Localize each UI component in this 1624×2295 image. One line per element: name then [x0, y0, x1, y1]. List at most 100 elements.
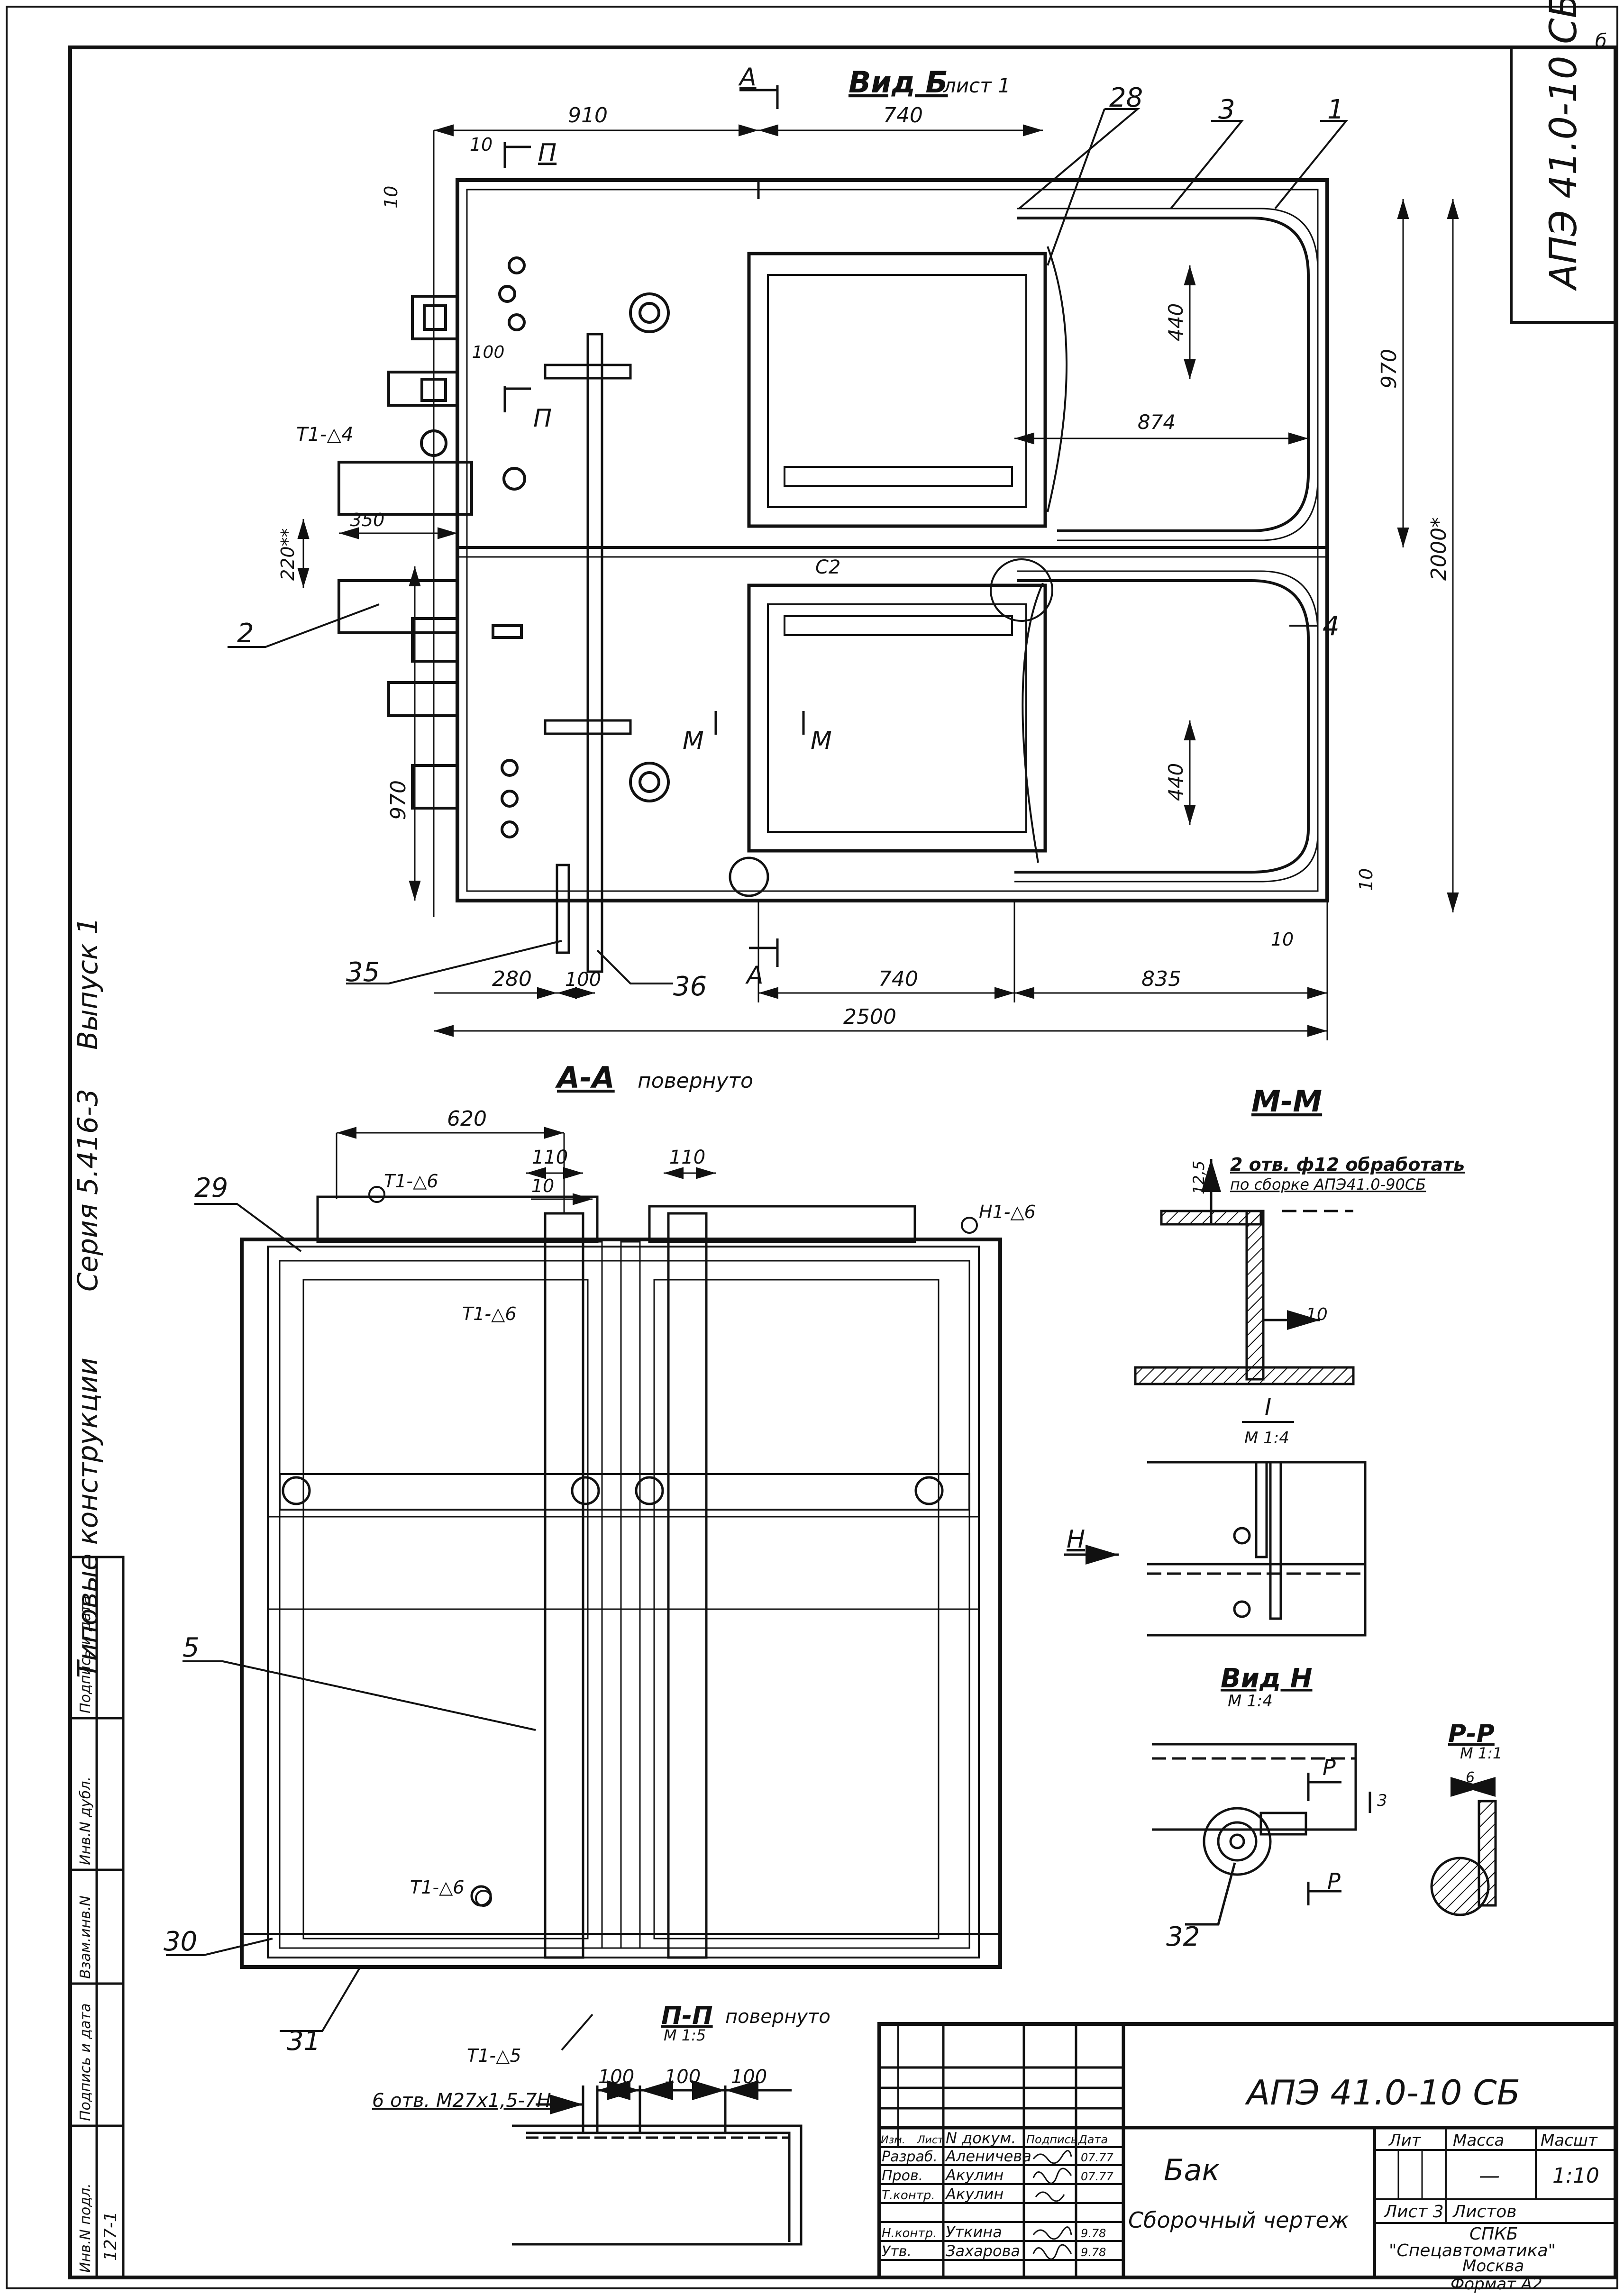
dim-350: 350 — [350, 510, 385, 530]
pp-dim-6: 6 — [1466, 1769, 1475, 1786]
sheet-frame — [6, 6, 1618, 2289]
aa-dim-620: 620 — [447, 1107, 487, 1131]
tank-section-outline — [240, 1195, 1002, 1969]
mark-p-2: П — [533, 404, 552, 433]
view-h-title: Вид Н — [1221, 1663, 1313, 1694]
callout-5: 5 — [182, 1632, 200, 1663]
callout-31: 31 — [287, 2026, 320, 2057]
section-pp-small-title: Р-Р — [1448, 1720, 1495, 1748]
weld-aa-3: Н1-△6 — [979, 1202, 1036, 1222]
view-b-dimensions — [297, 124, 1459, 1040]
tb-mass-label: Масса — [1453, 2131, 1504, 2150]
view-b: Вид Б лист 1 — [228, 63, 1459, 1040]
section-aa-title: А-А — [555, 1060, 615, 1095]
dim-440-a: 440 — [1164, 303, 1187, 341]
tb-role-1: Пров. — [882, 2168, 923, 2184]
margin-issue: Выпуск 1 — [72, 917, 104, 1050]
dim-835: 835 — [1141, 967, 1181, 991]
tb-sheets-label: Листов — [1452, 2202, 1516, 2222]
mm-dim-10: 10 — [1306, 1305, 1328, 1324]
section-pp-small: Р-Р М 1:1 6 — [1430, 1720, 1502, 1916]
tb-doc-type: Сборочный чертеж — [1128, 2207, 1349, 2233]
title-drawing-code: АПЭ 41.0-10 СБ — [1245, 2073, 1520, 2113]
weld-aa-2: Т1-△6 — [462, 1303, 517, 1324]
tb-date-4: 9.78 — [1081, 2227, 1106, 2240]
weld-aa-4: Т1-△6 — [410, 1877, 465, 1898]
signatures — [1032, 2150, 1072, 2260]
margin-series: Серия 5.416-3 — [72, 1089, 104, 1292]
margin-types: Типовые конструкции — [72, 1357, 104, 1678]
tb-name-1: Акулин — [945, 2166, 1004, 2184]
section-pp-small-scale: М 1:1 — [1460, 1744, 1502, 1762]
side-stamp: Инв.N подл. Подпись и дата Взам.инв.N Ин… — [69, 1556, 125, 2279]
dim-10-d: 10 — [1271, 929, 1294, 950]
tb-head-list: Лист — [917, 2134, 944, 2146]
dim-2000: 2000* — [1427, 517, 1451, 581]
dim-740-bot: 740 — [878, 967, 918, 991]
dim-280: 280 — [492, 967, 532, 991]
mark-p-r2: Р — [1327, 1868, 1341, 1894]
view-b-section-marks — [503, 85, 805, 967]
tb-org-1: СПКБ — [1469, 2224, 1518, 2244]
left-fittings — [338, 256, 670, 838]
mark-c2: С2 — [815, 556, 840, 578]
corner-drawing-code: АПЭ 41.0-10 СБ — [1542, 0, 1585, 291]
dim-100-b: 100 — [565, 969, 601, 991]
mark-m-2: М — [811, 727, 832, 755]
section-aa: А-А повернуто — [164, 1060, 1036, 2066]
callout-1: 1 — [1327, 94, 1344, 125]
title-block: АПЭ 41.0-10 СБ Изм. Лист N докум. Подпис… — [877, 2022, 1617, 2294]
mm-dim-12-5: 12,5 — [1190, 1161, 1208, 1194]
mark-h-arrow: Н — [1067, 1525, 1085, 1554]
callout-28: 28 — [1109, 82, 1143, 113]
weld-aa-5: Т1-△5 — [467, 2045, 521, 2066]
tb-role-0: Разраб. — [882, 2149, 938, 2165]
view-b-title: Вид Б — [848, 65, 948, 100]
dim-740-top: 740 — [883, 103, 923, 128]
stamp-inv-number: 127-1 — [101, 2211, 120, 2261]
view-h-scale: М 1:4 — [1228, 1692, 1273, 1711]
callout-35: 35 — [346, 957, 380, 988]
dim-10-b: 10 — [381, 186, 401, 209]
dim-100: 100 — [472, 343, 505, 362]
section-mm: М-М 12,5 10 2 отв. ф12 обработать по сбо… — [1134, 1084, 1465, 1385]
tb-product-name: Бак — [1164, 2153, 1220, 2187]
view-h: Вид Н М 1:4 Р Р 3 32 — [1152, 1663, 1387, 1952]
tb-name-4: Уткина — [946, 2223, 1002, 2241]
mm-note-2: по сборке АПЭ41.0-90СБ — [1230, 1175, 1426, 1193]
tb-date-1: 07.77 — [1081, 2170, 1113, 2183]
tb-format: Формат А2 — [1451, 2275, 1542, 2294]
mark-p-1: П — [538, 139, 557, 167]
aa-dim-10: 10 — [531, 1175, 554, 1196]
section-aa-dims — [336, 1127, 716, 1213]
callout-3: 3 — [1218, 94, 1235, 125]
dim-220: 220** — [277, 528, 298, 581]
tb-head-doc: N докум. — [946, 2129, 1016, 2147]
stamp-label-3: Инв.N дубл. — [77, 1776, 94, 1865]
section-mm-title: М-М — [1251, 1084, 1322, 1119]
tb-scale-label: Масшт — [1541, 2131, 1598, 2150]
callout-4: 4 — [1323, 611, 1340, 642]
tb-role-5: Утв. — [882, 2243, 912, 2260]
hv-dim-3: 3 — [1377, 1791, 1387, 1810]
pn-dim-100-b: 100 — [665, 2066, 701, 2088]
stamp-label-4: Подпись и дата — [77, 1596, 94, 1714]
pn-dim-100-c: 100 — [731, 2066, 767, 2088]
tb-name-5: Захарова — [946, 2242, 1020, 2260]
view-b-leaders — [228, 108, 1349, 984]
detail-i-scale: М 1:4 — [1244, 1429, 1289, 1448]
left-margin-labels: Выпуск 1 Серия 5.416-3 Типовые конструкц… — [72, 917, 104, 1678]
tb-role-2: Т.контр. — [882, 2188, 935, 2203]
mark-a-top: А — [738, 63, 757, 91]
detail-i-title: I — [1265, 1394, 1271, 1421]
tb-scale-value: 1:10 — [1552, 2164, 1599, 2188]
tb-head-izm: Изм. — [881, 2134, 905, 2146]
corner-code-box: б АПЭ 41.0-10 СБ — [1510, 0, 1617, 324]
dim-440-b: 440 — [1164, 763, 1187, 801]
callout-32: 32 — [1166, 1922, 1200, 1952]
sheet-mark: б — [1595, 30, 1607, 52]
detail-i: I М 1:4 Н — [1064, 1394, 1367, 1637]
tb-head-sign: Подпись — [1026, 2133, 1077, 2146]
weld-aa-1: Т1-△6 — [384, 1171, 438, 1192]
